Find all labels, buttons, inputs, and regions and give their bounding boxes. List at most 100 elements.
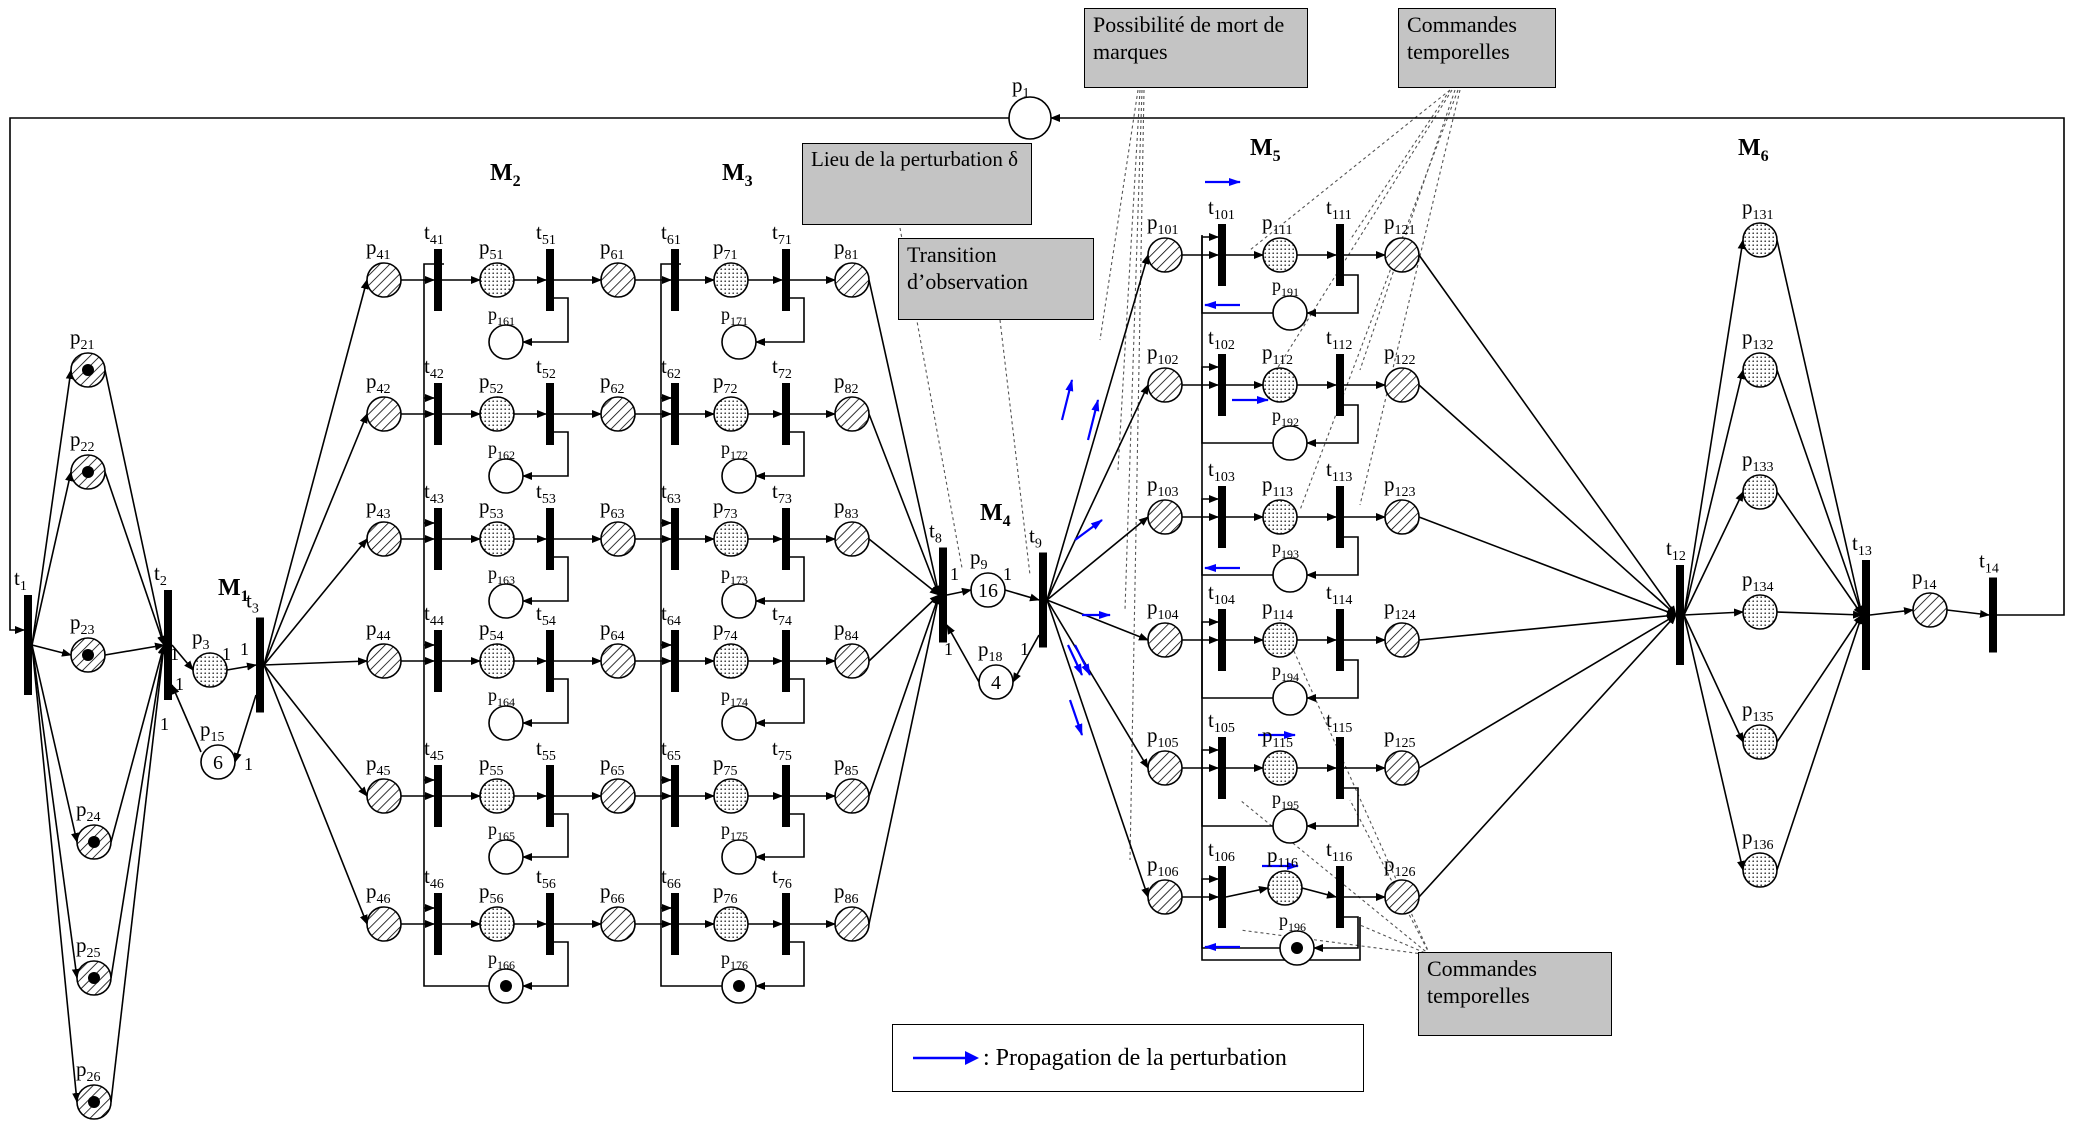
place-p111	[1262, 237, 1298, 273]
place-p161	[488, 324, 524, 360]
label-t52: t52	[536, 354, 556, 382]
arc	[1004, 589, 1040, 602]
transition-t66	[671, 893, 679, 955]
note-lieu-perturbation: Lieu de la perturbation δ	[802, 143, 1032, 225]
label-p18: p18	[978, 637, 1003, 665]
arc	[263, 664, 368, 925]
label-p75: p75	[713, 751, 738, 779]
arc	[1306, 404, 1359, 447]
transition-t105	[1218, 737, 1226, 799]
place-p165	[488, 839, 524, 875]
token-p22	[82, 466, 94, 478]
label-p162: p162	[488, 438, 515, 462]
arc	[1046, 599, 1149, 769]
label-p24: p24	[76, 797, 101, 825]
arc-weight: 1	[240, 639, 249, 659]
place-p74	[713, 643, 749, 679]
label-p126: p126	[1384, 852, 1416, 880]
token-p21	[82, 364, 94, 376]
label-t62: t62	[661, 354, 681, 382]
label-p114: p114	[1262, 595, 1293, 623]
place-p113	[1262, 499, 1298, 535]
place-p73	[713, 521, 749, 557]
legend-text: : Propagation de la perturbation	[983, 1044, 1287, 1071]
arc	[1046, 254, 1150, 601]
dashed-link	[1359, 89, 1456, 371]
arc	[31, 369, 74, 646]
place-p65	[600, 778, 636, 814]
arc	[1683, 614, 1744, 743]
label-p71: p71	[713, 235, 738, 263]
label-p81: p81	[834, 235, 859, 263]
label-p115: p115	[1262, 723, 1293, 751]
transition-t55	[546, 765, 554, 827]
transition-t51	[546, 249, 554, 311]
label-t73: t73	[772, 479, 792, 507]
place-p174	[721, 705, 757, 741]
label-t116: t116	[1326, 837, 1352, 865]
arc	[868, 594, 940, 662]
label-p56: p56	[479, 879, 504, 907]
arc-weight: 1	[244, 754, 253, 774]
place-p54	[479, 643, 515, 679]
place-p103	[1147, 499, 1183, 535]
arc	[1306, 787, 1359, 830]
arc	[755, 431, 805, 480]
arc-weight: 1	[1020, 639, 1029, 659]
label-p45: p45	[366, 751, 391, 779]
transition-t3	[256, 617, 264, 713]
place-p106	[1147, 879, 1183, 915]
arc	[1306, 536, 1359, 579]
label-p135: p135	[1742, 697, 1774, 725]
transition-t113	[1336, 486, 1344, 548]
place-p44	[366, 643, 402, 679]
label-p74: p74	[713, 616, 738, 644]
transition-t102	[1218, 354, 1226, 416]
place-p173	[721, 583, 757, 619]
place-p71	[713, 262, 749, 298]
arc	[1201, 746, 1273, 827]
label-t8: t8	[929, 519, 942, 547]
place-p164	[488, 705, 524, 741]
place-p62	[600, 396, 636, 432]
place-p125	[1384, 750, 1420, 786]
propagation-arrow	[1074, 519, 1103, 541]
arc	[1418, 384, 1677, 616]
place-p14	[1912, 592, 1948, 628]
arc	[1306, 659, 1359, 702]
transition-t63	[671, 508, 679, 570]
token-p166	[500, 980, 512, 992]
token-count-p9: 16	[978, 580, 998, 602]
place-p41	[366, 262, 402, 298]
label-t45: t45	[424, 736, 444, 764]
place-p104	[1147, 622, 1183, 658]
arc	[31, 471, 73, 646]
label-p125: p125	[1384, 723, 1416, 751]
arc	[1683, 369, 1745, 616]
arc	[1201, 495, 1273, 576]
label-p44: p44	[366, 616, 391, 644]
transition-t115	[1336, 737, 1344, 799]
place-p66	[600, 906, 636, 942]
place-p101	[1147, 237, 1183, 273]
label-t46: t46	[424, 864, 444, 892]
label-p192: p192	[1272, 405, 1299, 429]
place-p43	[366, 521, 402, 557]
label-p66: p66	[600, 879, 625, 907]
label-t104: t104	[1208, 580, 1235, 608]
label-t13: t13	[1852, 531, 1872, 559]
transition-t14	[1989, 577, 1997, 653]
transition-t13	[1862, 560, 1870, 670]
place-p126	[1384, 879, 1420, 915]
arc	[1776, 369, 1863, 616]
label-p52: p52	[479, 369, 504, 397]
arc	[110, 644, 167, 1103]
transition-t12	[1676, 565, 1684, 665]
place-p121	[1384, 237, 1420, 273]
transition-t64	[671, 630, 679, 692]
transition-t54	[546, 630, 554, 692]
transition-t116	[1336, 866, 1344, 928]
label-p82: p82	[834, 369, 859, 397]
transition-t46	[434, 893, 442, 955]
place-p55	[479, 778, 515, 814]
